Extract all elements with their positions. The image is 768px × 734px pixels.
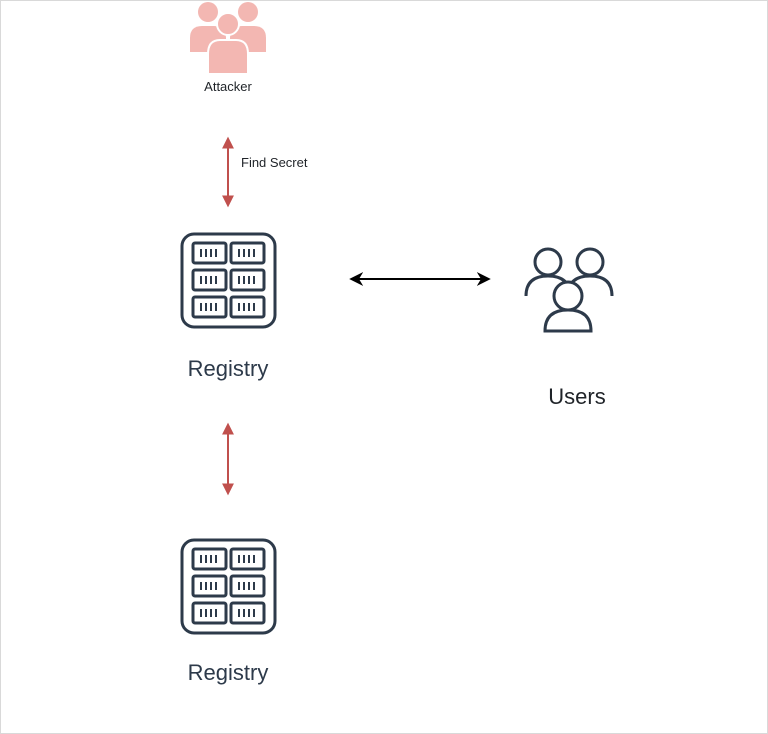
attacker-icon: [190, 2, 266, 75]
users-icon: [524, 247, 614, 333]
registry-bottom-icon: [180, 538, 277, 635]
registry-top-label: Registry: [187, 356, 269, 381]
find-secret-edge-label: Find Secret: [241, 155, 308, 170]
registry-top-icon: [180, 232, 277, 329]
registry-bottom-label: Registry: [187, 660, 269, 685]
users-label: Users: [548, 384, 606, 409]
attacker-label: Attacker: [204, 79, 252, 94]
